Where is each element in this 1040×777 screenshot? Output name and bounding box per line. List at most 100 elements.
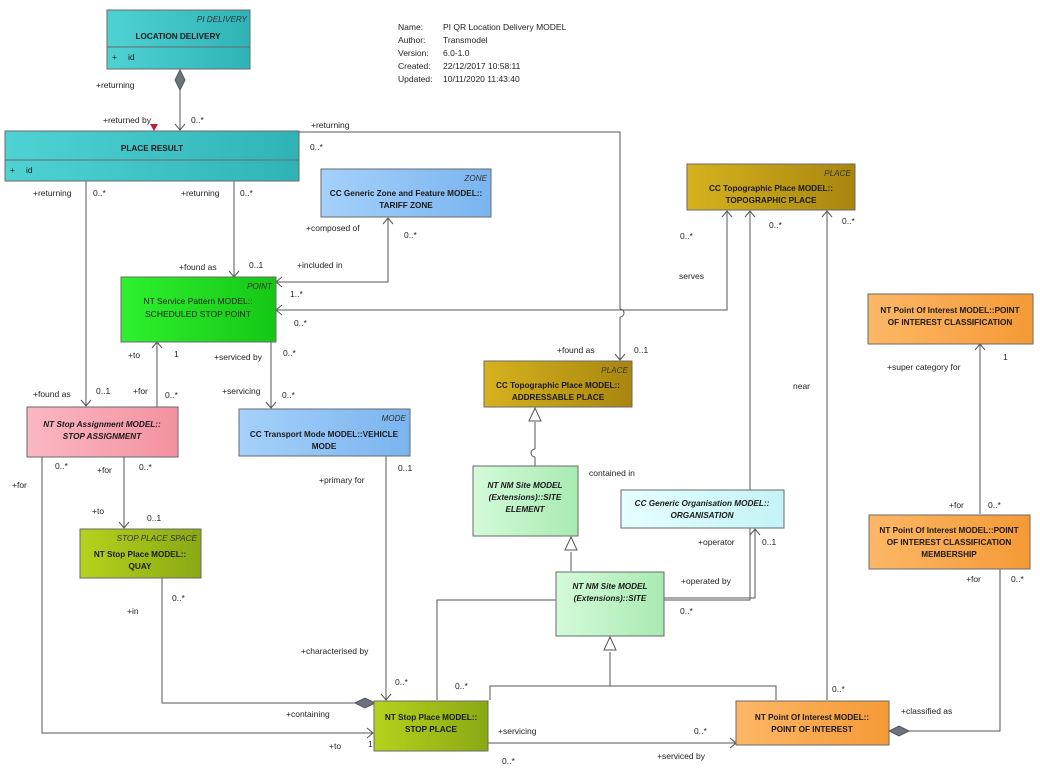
class-tariff-zone[interactable]: ZONE CC Generic Zone and Feature MODEL::… <box>320 168 492 218</box>
role-label: +returning <box>33 188 72 198</box>
role-label: +for <box>949 500 964 510</box>
class-site-element[interactable]: NT NM Site MODEL (Extensions)::SITE ELEM… <box>472 465 579 537</box>
class-name-line1: NT Service Pattern MODEL:: <box>144 296 253 306</box>
class-name-line1: NT Point Of Interest MODEL::POINT <box>880 306 1019 315</box>
model-info: Name: PI QR Location Delivery MODEL Auth… <box>398 22 567 84</box>
info-version: 6.0-1.0 <box>443 48 470 58</box>
generalization-triangle-icon <box>528 406 542 422</box>
role-label: +super category for <box>887 362 961 372</box>
role-label: +containing <box>286 709 330 719</box>
info-author: Transmodel <box>443 35 488 45</box>
multiplicity-label: 0..* <box>694 726 707 736</box>
line-hop-icon <box>619 308 625 318</box>
role-label: +in <box>127 606 139 616</box>
class-name: PLACE RESULT <box>121 144 183 153</box>
line-hop-icon <box>530 448 536 458</box>
class-name-line1: CC Generic Organisation MODEL:: <box>635 499 770 508</box>
class-topographic-place[interactable]: PLACE CC Topographic Place MODEL:: TOPOG… <box>686 163 856 211</box>
class-name-line2: POINT OF INTEREST <box>771 725 852 734</box>
info-created-label: Created: <box>398 61 431 71</box>
info-name: PI QR Location Delivery MODEL <box>443 22 567 32</box>
info-author-label: Author: <box>398 35 425 45</box>
multiplicity-label: 0..* <box>502 756 515 766</box>
multiplicity-label: 0..* <box>842 216 855 226</box>
edges <box>41 68 1001 749</box>
edge-quay-stopplace <box>161 578 355 704</box>
class-name-line1: CC Topographic Place MODEL:: <box>709 184 833 193</box>
stereotype: PLACE <box>601 366 628 375</box>
multiplicity-label: 0..* <box>988 500 1001 510</box>
class-name-line1: CC Transport Mode MODEL::VEHICLE <box>250 430 399 439</box>
multiplicity-label: 0..1 <box>762 537 776 547</box>
class-place-result[interactable]: PLACE RESULT + id <box>4 130 300 182</box>
class-name-line2: MODE <box>312 442 337 451</box>
class-location-delivery[interactable]: PI DELIVERY LOCATION DELIVERY + id <box>106 9 251 70</box>
role-label: +for <box>966 574 981 584</box>
class-quay[interactable]: STOP PLACE SPACE NT Stop Place MODEL:: Q… <box>79 528 202 579</box>
multiplicity-label: 0..* <box>455 681 468 691</box>
class-name-line1: NT Stop Assignment MODEL:: <box>43 420 161 429</box>
class-poi-classification[interactable]: NT Point Of Interest MODEL::POINT OF INT… <box>867 293 1034 345</box>
role-label: +servicing <box>222 386 261 396</box>
info-updated-label: Updated: <box>398 74 433 84</box>
arrow-head-icon <box>265 401 277 409</box>
role-label: +found as <box>33 389 71 399</box>
multiplicity-label: 0..* <box>139 462 152 472</box>
multiplicity-label: 0..* <box>395 677 408 687</box>
arrow-head-icon <box>749 528 761 536</box>
multiplicity-label: 1 <box>174 349 179 359</box>
role-label: +returning <box>181 188 220 198</box>
stereotype: PLACE <box>824 169 851 178</box>
class-organisation[interactable]: CC Generic Organisation MODEL:: ORGANISA… <box>620 489 785 529</box>
info-version-label: Version: <box>398 48 429 58</box>
class-name-line2: ADDRESSABLE PLACE <box>512 393 605 402</box>
role-label: +to <box>92 506 104 516</box>
multiplicity-label: 0..* <box>283 348 296 358</box>
multiplicity-label: 0..* <box>310 142 323 152</box>
role-label: +classified as <box>901 706 952 716</box>
composition-diamond-icon <box>887 725 911 737</box>
multiplicity-label: 0..* <box>769 220 782 230</box>
class-point-of-interest[interactable]: NT Point Of Interest MODEL:: POINT OF IN… <box>735 700 890 746</box>
class-name-line1: NT Stop Place MODEL:: <box>94 550 186 559</box>
multiplicity-label: 0..* <box>240 188 253 198</box>
class-site[interactable]: NT NM Site MODEL (Extensions)::SITE <box>555 571 665 637</box>
class-scheduled-stop-point[interactable]: POINT NT Service Pattern MODEL:: SCHEDUL… <box>120 276 277 343</box>
arrow-head-icon <box>614 353 626 361</box>
class-vehicle-mode[interactable]: MODE CC Transport Mode MODEL::VEHICLE MO… <box>238 408 411 457</box>
multiplicity-label: 1..* <box>290 289 303 299</box>
class-name-line2: QUAY <box>129 562 152 571</box>
class-addressable-place[interactable]: PLACE CC Topographic Place MODEL:: ADDRE… <box>483 360 633 408</box>
role-label: +serviced by <box>657 751 706 761</box>
class-poi-classification-membership[interactable]: NT Point Of Interest MODEL::POINT OF INT… <box>868 514 1031 570</box>
generalization-triangle-icon <box>564 535 578 551</box>
role-label: +operator <box>698 537 735 547</box>
attr-visibility: + <box>112 52 117 62</box>
class-stop-assignment[interactable]: NT Stop Assignment MODEL:: STOP ASSIGNME… <box>26 406 179 458</box>
arrow-head-icon <box>174 123 186 131</box>
role-label: +returning <box>96 80 135 90</box>
role-label: +primary for <box>319 475 365 485</box>
arrow-head-icon <box>366 727 374 739</box>
class-name-line3: MEMBERSHIP <box>921 550 977 559</box>
edge-poi-membership <box>889 569 1001 732</box>
multiplicity-label: 0..1 <box>147 513 161 523</box>
stereotype: MODE <box>381 414 406 423</box>
composition-diamond-icon <box>353 697 377 709</box>
multiplicity-label: 0..* <box>282 390 295 400</box>
role-label: +to <box>329 741 341 751</box>
note-marker-icon <box>150 124 158 131</box>
multiplicity-label: 1 <box>1003 352 1008 362</box>
class-name-line2: TOPOGRAPHIC PLACE <box>726 196 817 205</box>
multiplicity-label: 0..* <box>172 593 185 603</box>
multiplicity-label: 0..* <box>294 318 307 328</box>
role-label: +found as <box>179 262 217 272</box>
class-stop-place[interactable]: NT Stop Place MODEL:: STOP PLACE <box>373 700 489 752</box>
multiplicity-label: 0..1 <box>249 260 263 270</box>
class-name-line3: ELEMENT <box>505 505 545 514</box>
role-label: +found as <box>557 345 595 355</box>
arrow-head-icon <box>380 693 392 701</box>
multiplicity-label: 0..* <box>680 606 693 616</box>
role-label: +included in <box>297 260 343 270</box>
